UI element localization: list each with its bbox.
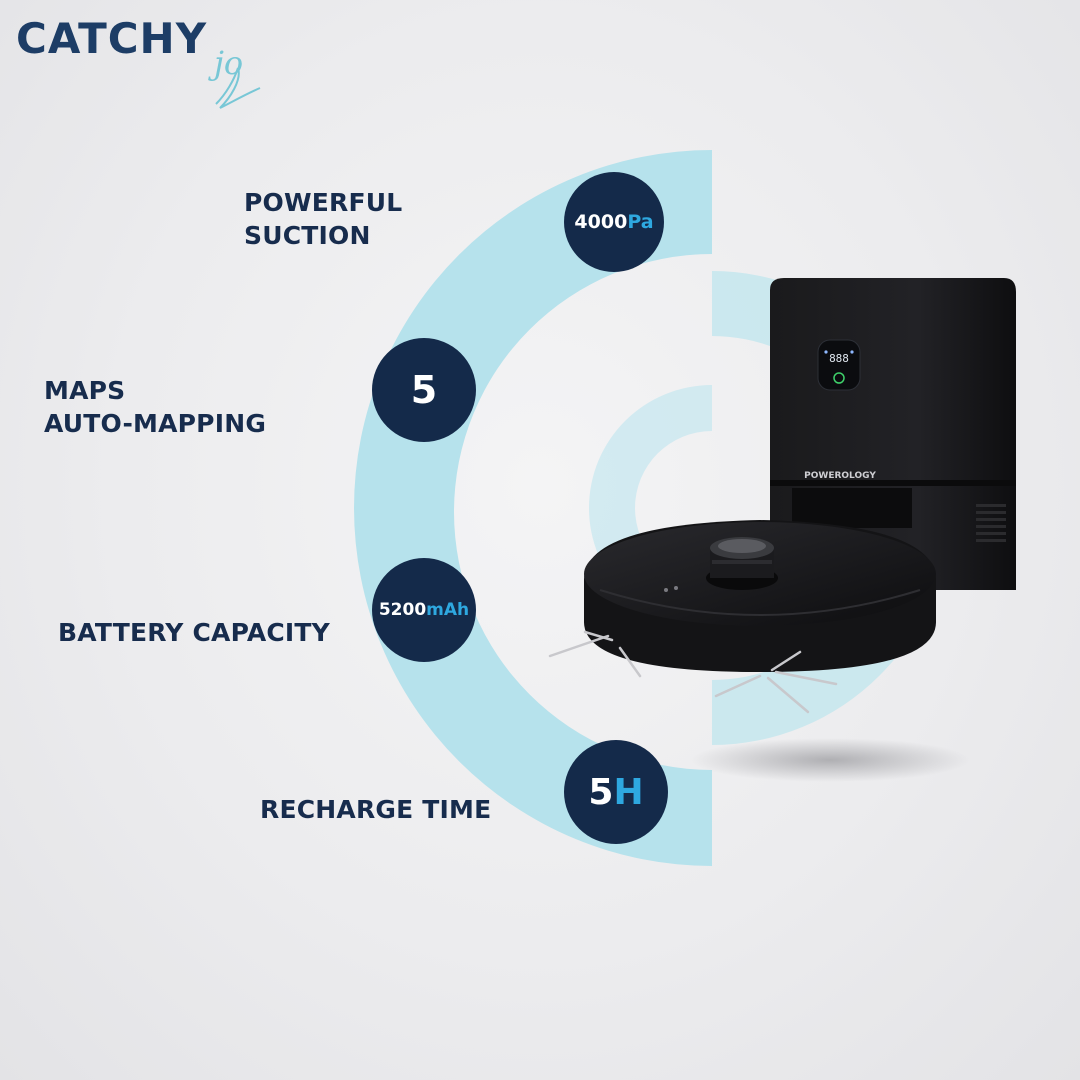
suction-label: POWERFUL SUCTION	[244, 188, 403, 250]
svg-text:888: 888	[829, 352, 849, 365]
battery-label: BATTERY CAPACITY	[58, 618, 330, 647]
logo-flourish-icon	[215, 67, 261, 109]
maps-label: MAPS AUTO-MAPPING	[44, 376, 267, 438]
maps-value-badge: 5	[372, 338, 476, 442]
brand-logo: CATCHY jo	[16, 14, 276, 109]
brand-suffix: jo	[214, 44, 244, 82]
side-brush	[548, 630, 838, 714]
brand-name: CATCHY	[16, 14, 208, 63]
dock-display	[817, 339, 861, 391]
device-brand-label: POWEROLOGY	[804, 471, 876, 481]
recharge-label: RECHARGE TIME	[260, 795, 492, 824]
dock-vent	[976, 504, 1006, 542]
floor-shadow	[690, 738, 970, 782]
